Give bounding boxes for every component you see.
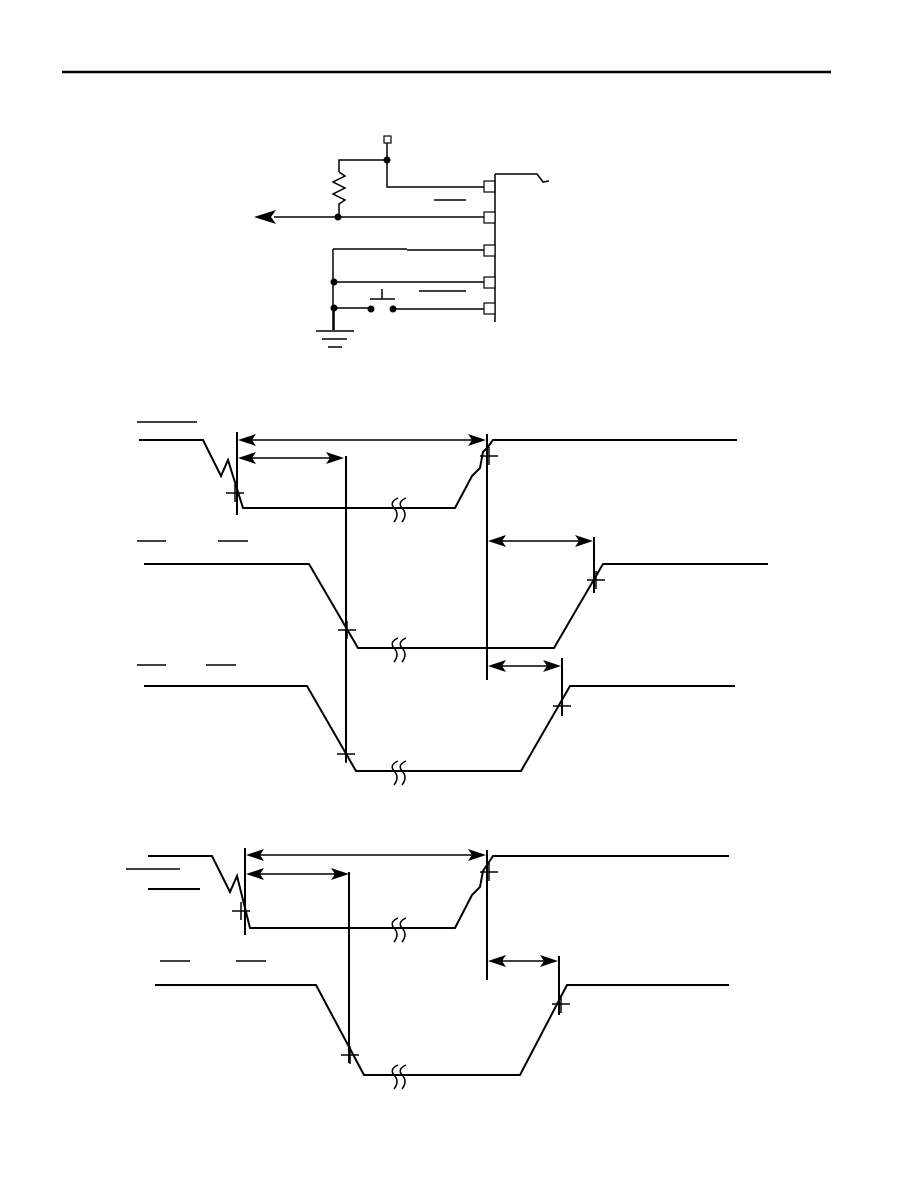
waveform-a3 bbox=[144, 685, 735, 772]
dimension-arrow-right bbox=[468, 434, 486, 446]
waveform-a2 bbox=[144, 563, 768, 649]
pullup-resistor bbox=[331, 171, 347, 216]
pushbutton-contact-b bbox=[389, 305, 397, 313]
timing-diagram-b bbox=[126, 848, 729, 1090]
timing-diagram-a bbox=[137, 421, 768, 786]
ic-pin-3 bbox=[483, 244, 496, 257]
dimension-arrow-left bbox=[238, 434, 256, 446]
pushbutton-contact-a bbox=[367, 305, 375, 313]
waveform-b2 bbox=[155, 984, 729, 1076]
ic-pin-4 bbox=[483, 276, 496, 289]
reset-output-arrow bbox=[254, 210, 276, 224]
waveform-b1 bbox=[148, 855, 729, 929]
vcc-terminal bbox=[383, 135, 392, 144]
ic-pin-2 bbox=[483, 211, 496, 224]
ground-icon bbox=[316, 308, 354, 348]
waveform-a1 bbox=[139, 439, 737, 509]
ic-pin-1 bbox=[483, 180, 496, 193]
ic-pin-5 bbox=[483, 302, 496, 315]
reset-circuit-schematic bbox=[254, 135, 550, 348]
